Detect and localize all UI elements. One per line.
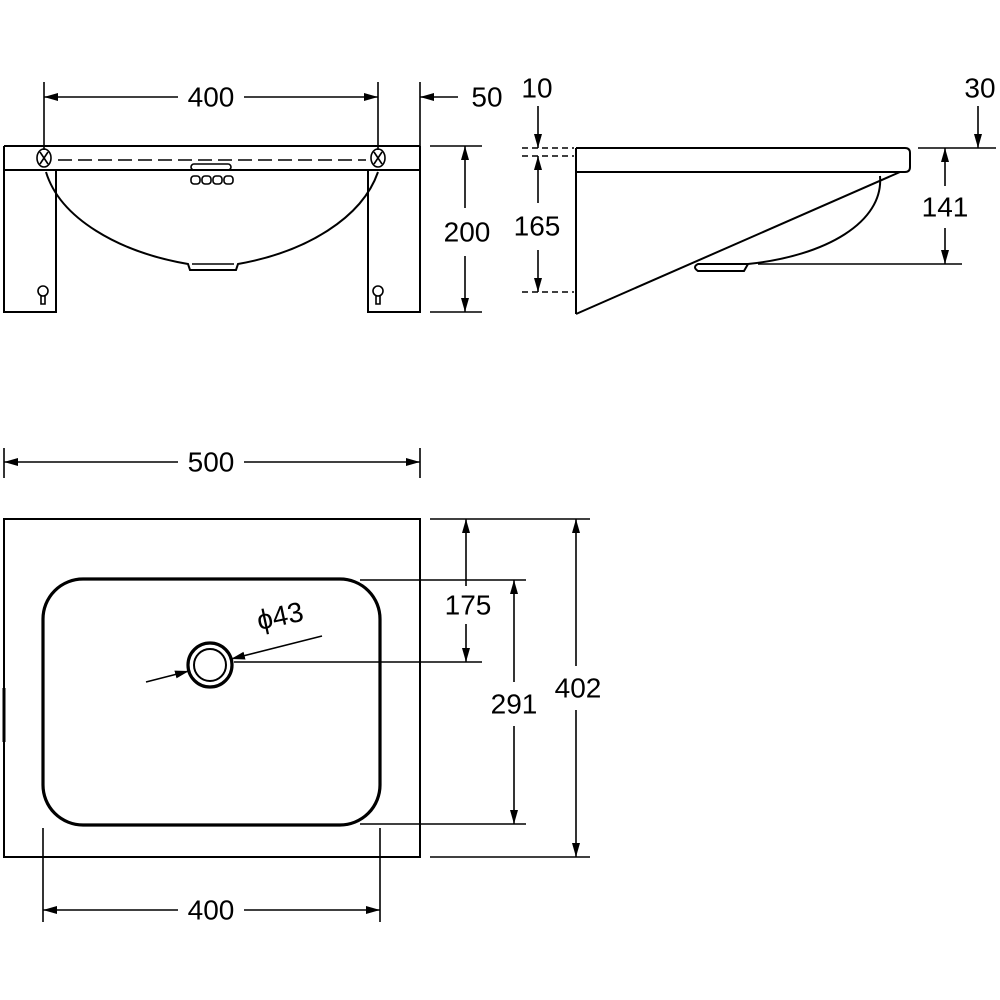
drain-leader-left (145, 670, 190, 683)
right-keyhole-icon (372, 285, 384, 305)
offset-label: 50 (471, 82, 502, 113)
right-bracket (367, 146, 421, 313)
overflow-slots-icon (190, 163, 234, 185)
side-view: 10 165 30 141 (514, 73, 996, 315)
bowl-width-label: 400 (188, 895, 235, 926)
drain-offset-label: 175 (445, 590, 492, 621)
bracket-height-label: 165 (514, 211, 561, 242)
right-screw-icon (370, 148, 386, 168)
plan-view: 500 ϕ43 175 291 402 400 (2, 447, 602, 926)
front-width-label: 400 (188, 82, 235, 113)
front-height-label: 200 (444, 217, 491, 248)
left-keyhole-icon (37, 285, 49, 305)
side-slab (576, 147, 911, 173)
bowl-length-label: 291 (491, 689, 538, 720)
drain-outer-circle (186, 641, 234, 689)
left-bracket (3, 146, 57, 313)
plan-bowl-outline (41, 577, 382, 827)
front-bowl-curve (45, 171, 379, 271)
top-offset-label: 10 (521, 73, 552, 104)
bowl-depth-label: 141 (922, 192, 969, 223)
left-screw-icon (36, 148, 52, 168)
slab-label: 30 (964, 73, 995, 104)
side-bracket-diagonal (575, 171, 901, 315)
drain-diameter-label: ϕ43 (254, 596, 306, 636)
side-drain (694, 263, 749, 272)
overall-depth-label: 402 (555, 673, 602, 704)
overall-width-label: 500 (188, 447, 235, 478)
drain-leader-right (230, 635, 323, 660)
front-view: 400 50 200 (3, 82, 503, 313)
drain-inner-circle (193, 648, 227, 682)
side-bowl-curve (747, 175, 882, 265)
